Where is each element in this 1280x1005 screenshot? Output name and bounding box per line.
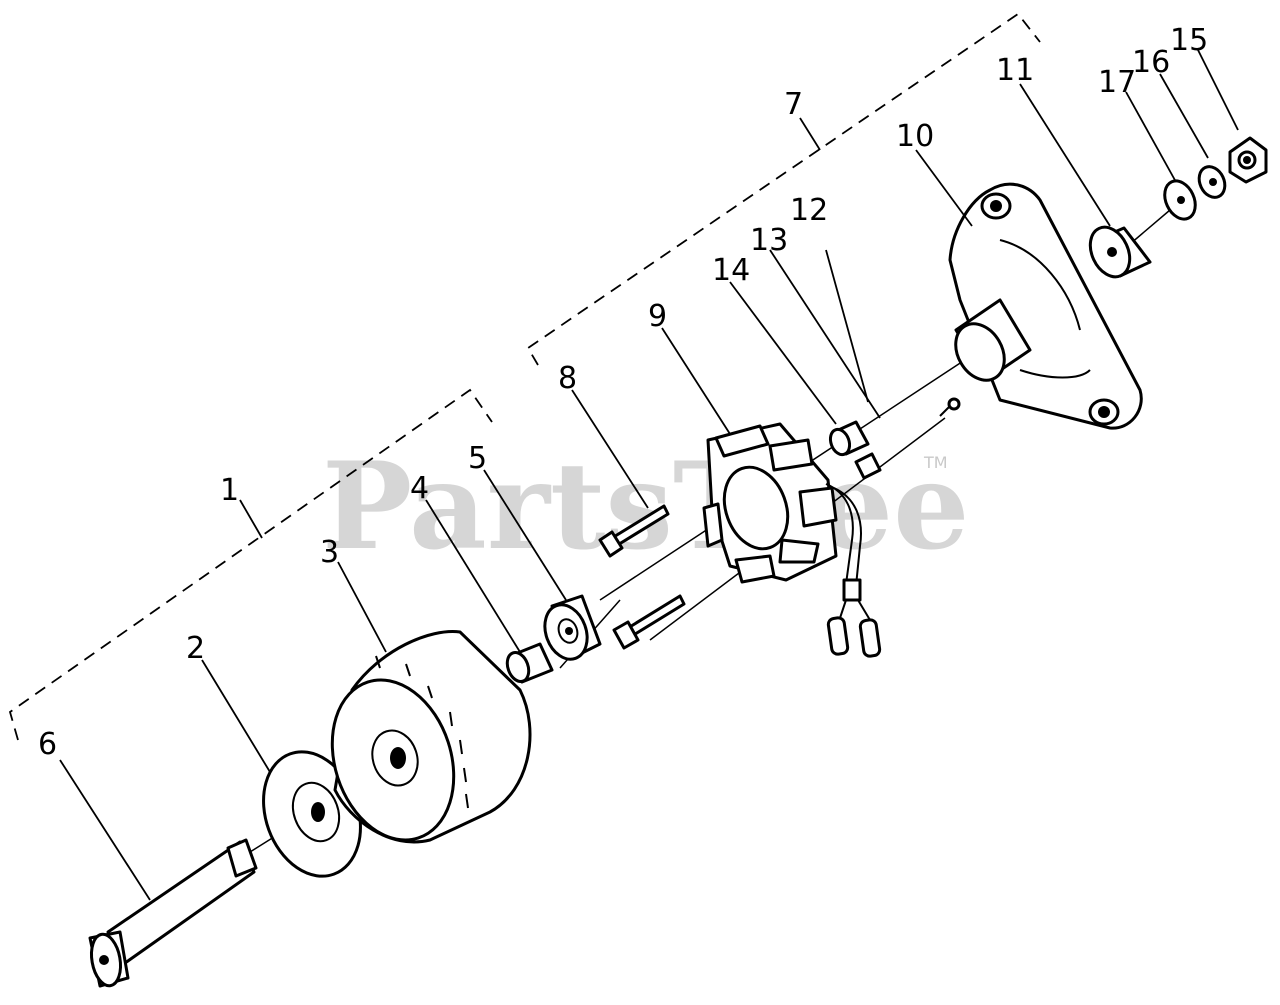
watermark-trademark: TM [923, 453, 948, 472]
part-9-wire-leads [826, 578, 882, 658]
part-3-pulley [330, 630, 532, 844]
callout-16: 16 [1132, 45, 1170, 80]
callout-6: 6 [38, 727, 57, 762]
part-5-bearing [543, 594, 602, 661]
callout-2: 2 [186, 631, 205, 666]
part-16-lock-washer [1197, 165, 1227, 199]
group-bracket-7 [526, 12, 1041, 366]
group-bracket-1 [8, 388, 493, 741]
part-11-bearing [1088, 225, 1152, 279]
part-13-clip [854, 452, 882, 480]
callout-13: 13 [750, 223, 788, 258]
part-4-bushing [505, 642, 554, 684]
callout-12: 12 [790, 193, 828, 228]
callout-7: 7 [784, 87, 803, 122]
callout-11: 11 [996, 53, 1034, 88]
callout-3: 3 [320, 535, 339, 570]
part-14-spacer [828, 420, 870, 457]
callout-10: 10 [896, 119, 934, 154]
part-17-washer [1163, 179, 1197, 221]
part-15-nut [1228, 136, 1268, 184]
part-8-screws [598, 504, 686, 650]
callout-8: 8 [558, 361, 577, 396]
callout-4: 4 [410, 471, 429, 506]
callout-15: 15 [1170, 23, 1208, 58]
leader-lines [59, 49, 1239, 901]
part-6-shaft-bolt [88, 838, 258, 988]
callout-14: 14 [712, 253, 750, 288]
callout-1: 1 [220, 473, 239, 508]
part-12-screw [939, 397, 961, 417]
callout-5: 5 [468, 441, 487, 476]
part-10-housing [948, 182, 1143, 430]
part-9-stator [702, 422, 862, 587]
callout-17: 17 [1098, 65, 1136, 100]
callout-9: 9 [648, 299, 667, 334]
